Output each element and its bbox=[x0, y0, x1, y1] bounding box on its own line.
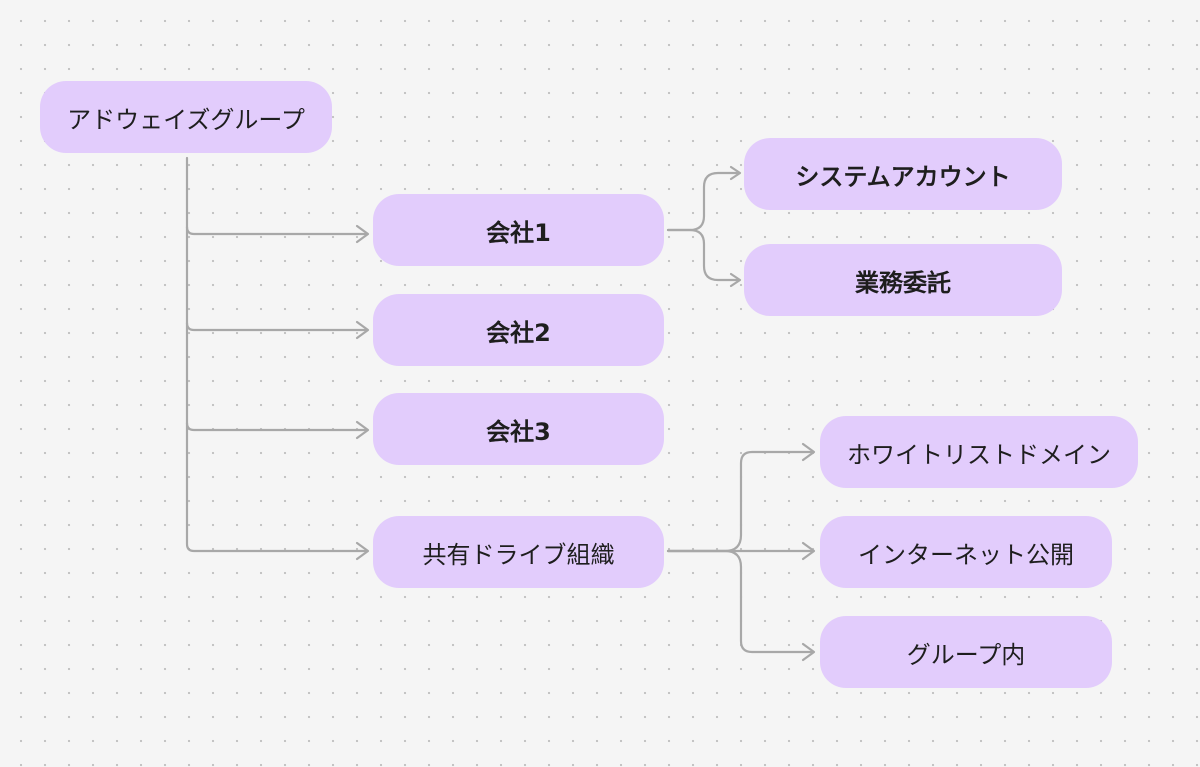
node-company-1-label: 会社1 bbox=[486, 218, 551, 247]
connector-shared-drive-to-group bbox=[666, 549, 814, 654]
node-company-3[interactable]: 会社3 bbox=[373, 393, 664, 465]
arrowhead-company2 bbox=[355, 320, 370, 340]
node-internet-public-label: インターネット公開 bbox=[858, 540, 1074, 569]
node-system-account-label: システムアカウント bbox=[795, 162, 1011, 191]
connector-root-trunk bbox=[185, 156, 368, 553]
arrowhead-whitelist bbox=[801, 442, 816, 462]
node-internet-public[interactable]: インターネット公開 bbox=[820, 516, 1112, 588]
connector-company1-to-outsourcing bbox=[666, 228, 740, 282]
connector-root-to-company2 bbox=[185, 321, 368, 332]
node-within-group-label: グループ内 bbox=[906, 640, 1026, 669]
node-outsourcing-label: 業務委託 bbox=[855, 268, 951, 297]
node-shared-drive-org-label: 共有ドライブ組織 bbox=[422, 540, 615, 569]
connector-root-to-company3 bbox=[185, 421, 368, 432]
node-within-group[interactable]: グループ内 bbox=[820, 616, 1112, 688]
arrowhead-group bbox=[801, 642, 816, 662]
connector-company1-to-system-account bbox=[666, 171, 740, 232]
connector-root-to-company1 bbox=[185, 225, 368, 236]
node-system-account[interactable]: システムアカウント bbox=[744, 138, 1062, 210]
connector-shared-drive-to-whitelist bbox=[666, 450, 814, 553]
node-company-2[interactable]: 会社2 bbox=[373, 294, 664, 366]
node-whitelist-domain[interactable]: ホワイトリストドメイン bbox=[820, 416, 1138, 488]
node-whitelist-domain-label: ホワイトリストドメイン bbox=[847, 440, 1111, 469]
arrowhead-shared-drive bbox=[355, 541, 370, 561]
node-company-2-label: 会社2 bbox=[486, 318, 551, 347]
node-shared-drive-org[interactable]: 共有ドライブ組織 bbox=[373, 516, 664, 588]
arrowhead-system-account bbox=[729, 165, 742, 181]
node-company-3-label: 会社3 bbox=[486, 417, 551, 446]
node-company-1[interactable]: 会社1 bbox=[373, 194, 664, 266]
arrowhead-outsourcing bbox=[729, 272, 742, 288]
node-root[interactable]: アドウェイズグループ bbox=[40, 81, 332, 153]
node-root-label: アドウェイズグループ bbox=[67, 105, 305, 134]
arrowhead-company3 bbox=[355, 420, 370, 440]
node-outsourcing[interactable]: 業務委託 bbox=[744, 244, 1062, 316]
arrowhead-internet bbox=[801, 541, 816, 561]
arrowhead-company1 bbox=[355, 224, 370, 244]
